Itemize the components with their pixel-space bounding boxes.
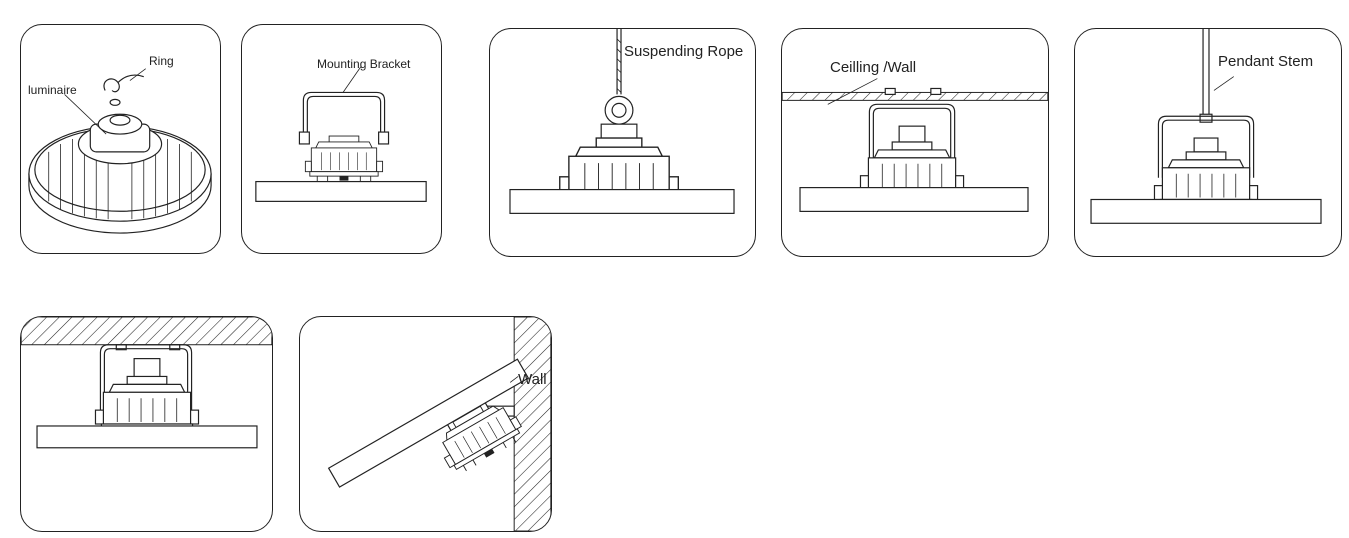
panel-bracket-mount: Mounting Bracket (241, 24, 442, 254)
flush-ceiling-mount-illustration (21, 317, 272, 449)
bracket-mount-illustration (255, 66, 427, 202)
panel-flush-ceiling-mount (20, 316, 273, 532)
rope-mount-illustration (509, 29, 735, 214)
ring-mount-illustration (28, 68, 212, 234)
label-pendant-stem: Pendant Stem (1218, 53, 1314, 70)
label-ring: Ring (149, 54, 174, 68)
panel-wall-mount: Wall (299, 316, 552, 532)
panel-ceiling-mount: Ceilling /Wall (781, 28, 1049, 257)
label-suspending-rope: Suspending Rope (624, 43, 744, 60)
label-wall: Wall (518, 371, 547, 388)
panel-ring-mount: Ring luminaire (20, 24, 221, 254)
label-mounting-bracket: Mounting Bracket (317, 57, 411, 71)
label-luminaire: luminaire (28, 83, 77, 97)
panel-rope-mount: Suspending Rope (489, 28, 756, 257)
ceiling-mount-illustration (782, 78, 1048, 212)
wall-mount-illustration (327, 317, 551, 531)
label-ceiling-wall: Ceilling /Wall (830, 59, 917, 76)
panel-pendant-mount: Pendant Stem (1074, 28, 1342, 257)
pendant-mount-illustration (1090, 29, 1322, 224)
